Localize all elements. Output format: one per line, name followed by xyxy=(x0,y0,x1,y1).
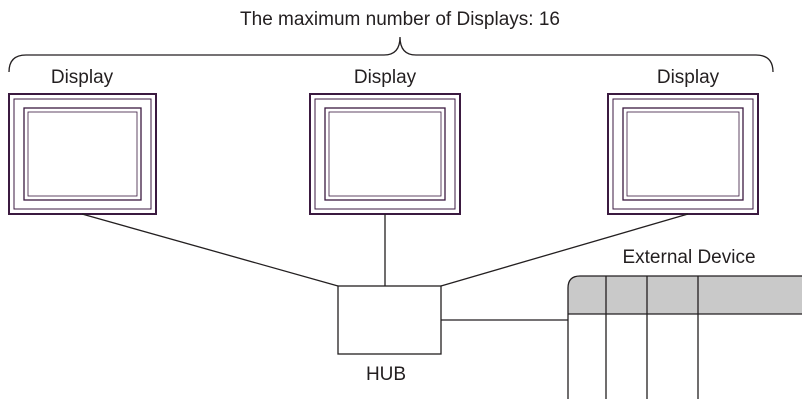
display-label-3: Display xyxy=(657,67,720,88)
display-3 xyxy=(607,93,759,215)
max-displays-title: The maximum number of Displays: 16 xyxy=(240,9,560,30)
hub-label: HUB xyxy=(366,364,406,385)
display-label-2: Display xyxy=(354,67,417,88)
external-device xyxy=(567,275,802,399)
display-label-1: Display xyxy=(51,67,114,88)
cable-display-3-hub xyxy=(440,213,689,287)
cable-display-1-hub xyxy=(81,213,339,287)
external-device-label: External Device xyxy=(622,247,755,268)
displays-group-brace xyxy=(8,36,774,73)
display-2 xyxy=(309,93,461,215)
hub-box xyxy=(337,285,442,355)
display-1 xyxy=(8,93,157,215)
